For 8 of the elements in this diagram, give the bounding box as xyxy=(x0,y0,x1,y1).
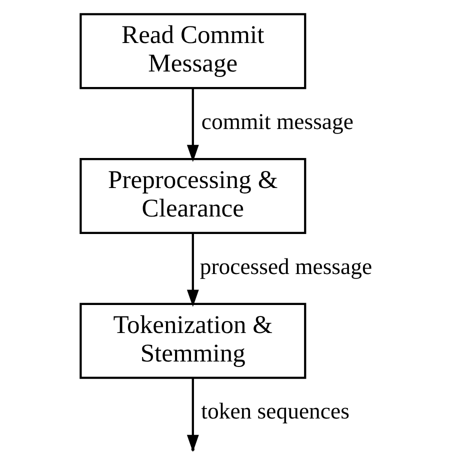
arrow xyxy=(186,233,198,307)
edge-label: commit message xyxy=(200,108,353,134)
edge-label: processed message xyxy=(199,254,372,279)
arrow xyxy=(186,88,198,162)
node-box: Read Commit Message xyxy=(79,13,306,90)
edge-label: token sequences xyxy=(200,398,349,424)
node-box: Tokenization & Stemming xyxy=(79,302,306,379)
node-box: Preprocessing & Clearance xyxy=(79,158,306,234)
